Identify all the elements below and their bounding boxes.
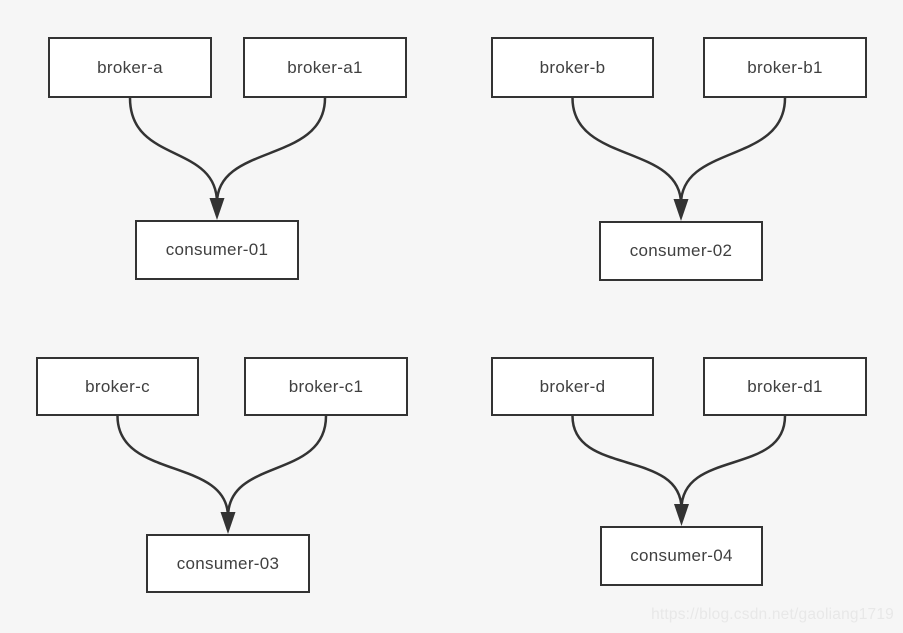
node-broker-a1: broker-a1	[243, 37, 407, 98]
edge-broker-b-to-consumer-02	[571, 96, 683, 206]
edge-broker-c1-to-consumer-03	[226, 414, 328, 519]
arrowhead-consumer-02	[673, 199, 689, 221]
node-consumer-02: consumer-02	[599, 221, 763, 281]
node-consumer-03: consumer-03	[146, 534, 310, 593]
node-broker-b1: broker-b1	[703, 37, 867, 98]
node-broker-b: broker-b	[491, 37, 654, 98]
node-broker-c: broker-c	[36, 357, 199, 416]
edge-broker-a-to-consumer-01	[128, 96, 219, 205]
edge-broker-d-to-consumer-04	[571, 414, 683, 511]
arrowhead-consumer-04	[674, 504, 689, 526]
node-broker-d: broker-d	[491, 357, 654, 416]
node-broker-a: broker-a	[48, 37, 212, 98]
node-broker-d1: broker-d1	[703, 357, 867, 416]
edge-broker-d1-to-consumer-04	[680, 414, 787, 511]
node-consumer-01: consumer-01	[135, 220, 299, 280]
arrowhead-consumer-01	[209, 198, 225, 220]
watermark-url: https://blog.csdn.net/gaoliang1719	[651, 606, 894, 623]
edge-broker-c-to-consumer-03	[116, 414, 230, 519]
edge-broker-b1-to-consumer-02	[679, 96, 787, 206]
edge-broker-a1-to-consumer-01	[215, 96, 327, 205]
arrowhead-consumer-03	[220, 512, 236, 534]
node-consumer-04: consumer-04	[600, 526, 763, 586]
node-broker-c1: broker-c1	[244, 357, 408, 416]
